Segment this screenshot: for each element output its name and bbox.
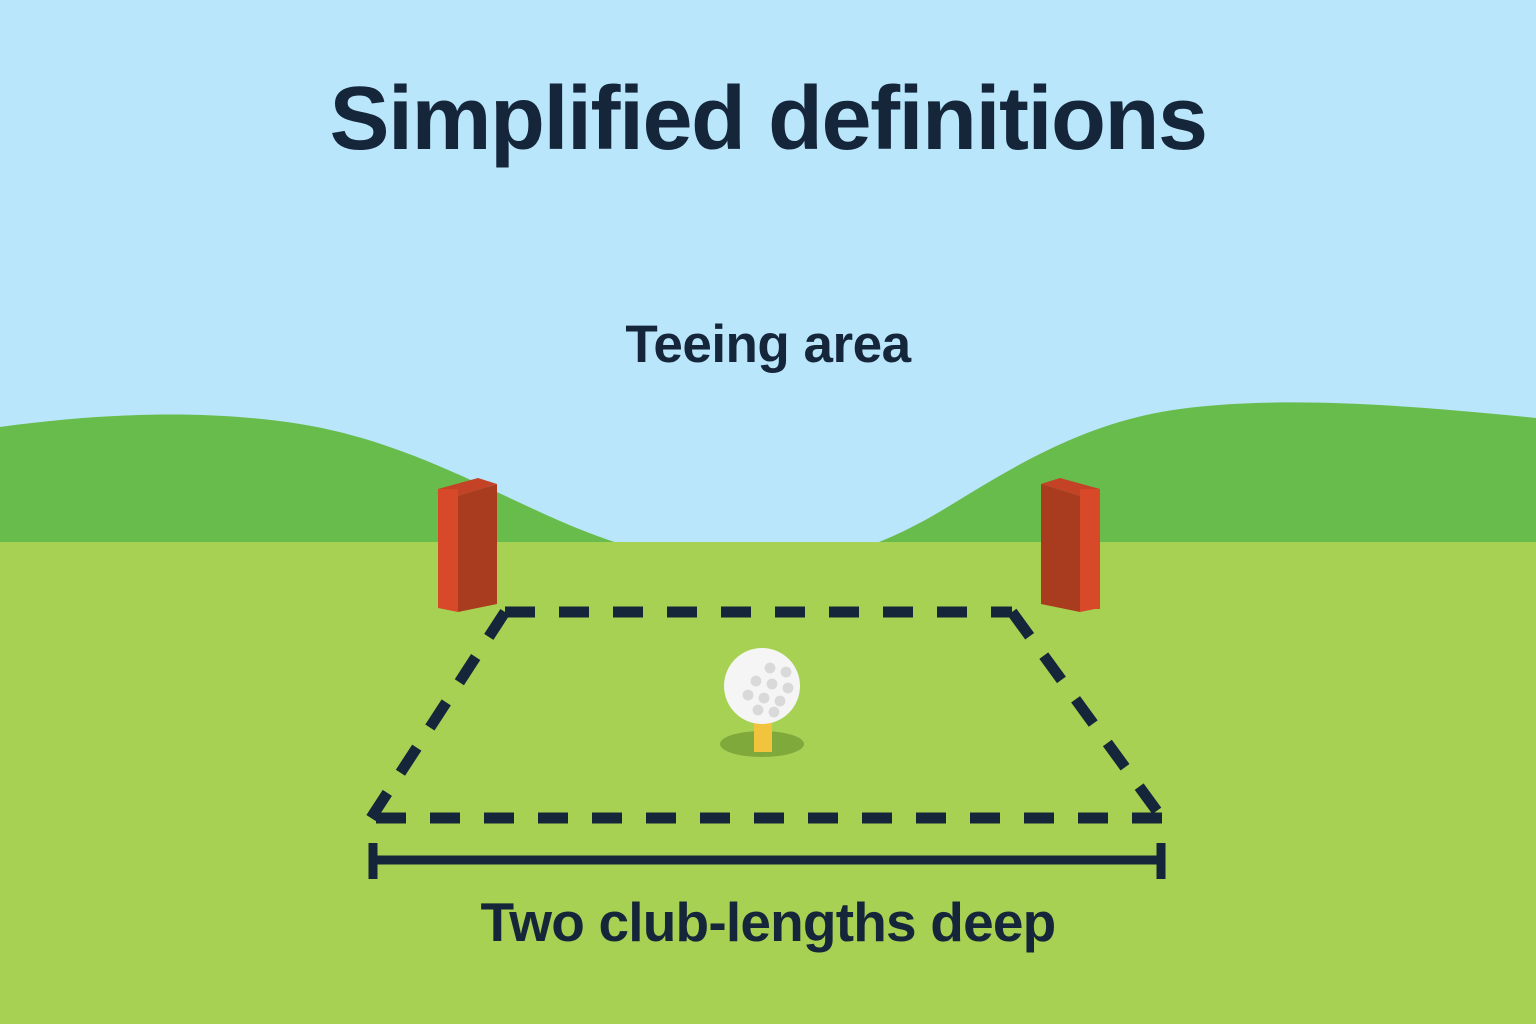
- page-title: Simplified definitions: [329, 69, 1208, 169]
- depth-caption: Two club-lengths deep: [480, 891, 1057, 953]
- fairway-foreground: [0, 542, 1536, 1024]
- teeing-area-label: Teeing area: [625, 315, 911, 374]
